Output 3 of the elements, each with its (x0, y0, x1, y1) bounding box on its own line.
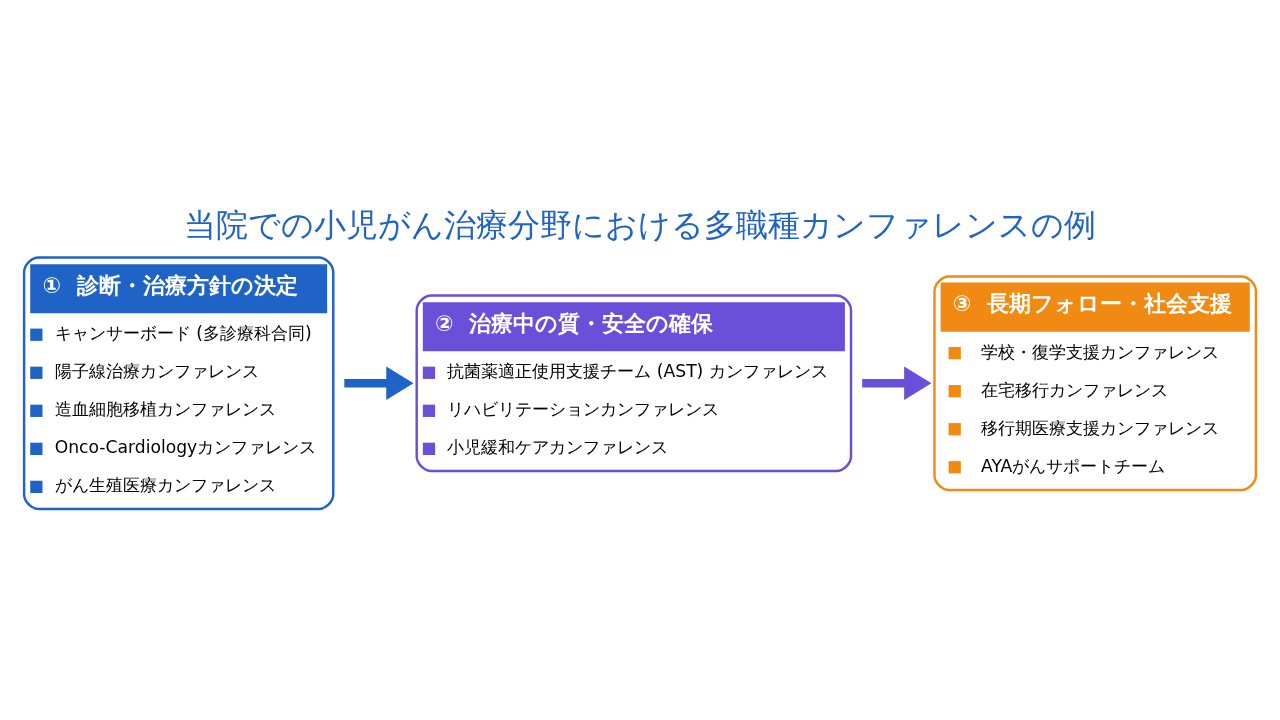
arrow (862, 366, 932, 400)
arrow (344, 366, 414, 400)
diagram-title: 当院での小児がん治療分野における多職種カンファレンスの例 (184, 205, 1096, 244)
